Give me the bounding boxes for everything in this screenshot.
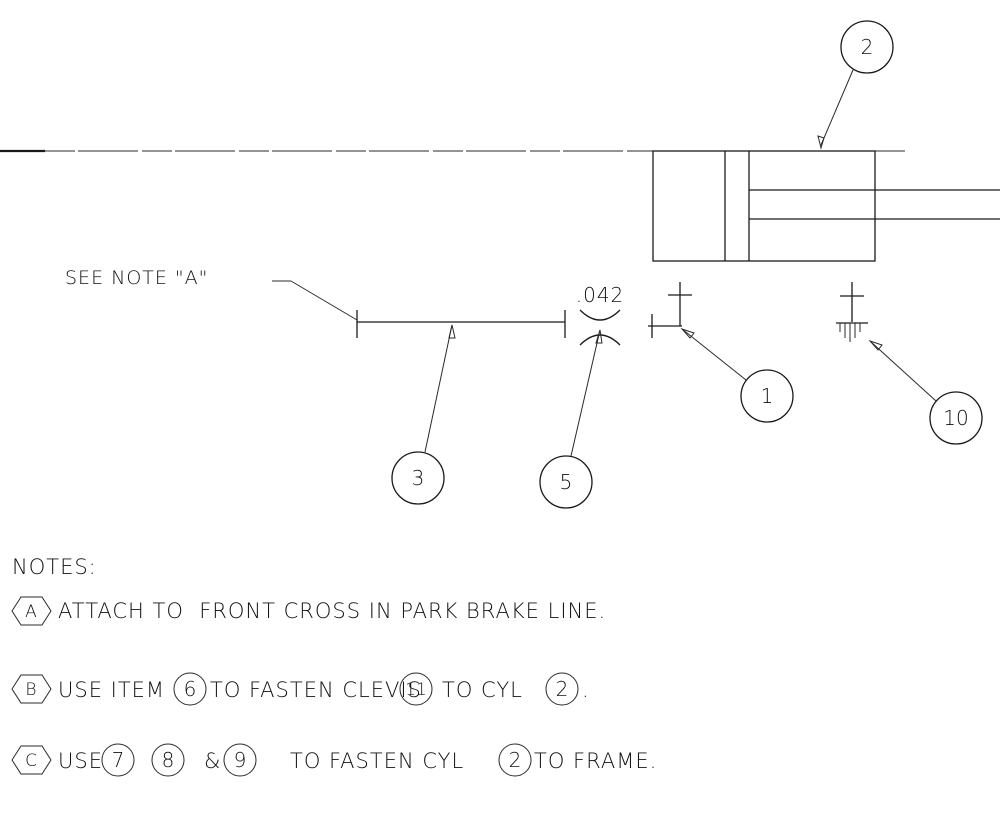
note-b-flag	[11, 674, 52, 704]
fitting-item-1	[648, 282, 692, 338]
note-c-ref-9: 9	[234, 748, 247, 772]
note-c-flag-letter: C	[25, 751, 37, 771]
see-note-leader	[272, 280, 358, 321]
note-c-text-2: TO FASTEN CYL	[290, 749, 464, 773]
note-b-flag-letter: B	[25, 680, 36, 700]
callout-10[interactable]: 10	[868, 339, 983, 445]
note-b-ref-6: 6	[184, 677, 197, 701]
note-c-ref-7: 7	[112, 748, 125, 772]
notes-heading: NOTES:	[12, 555, 97, 579]
callout-1-number: 1	[761, 384, 774, 408]
note-c-flag	[11, 745, 52, 775]
callout-5-number: 5	[560, 470, 573, 494]
note-b-text-3: TO CYL	[442, 678, 523, 702]
note-b-ref-11: 11	[405, 680, 427, 700]
note-a: A ATTACH TO FRONT CROSS IN PARK BRAKE LI…	[11, 596, 606, 626]
note-b-text-2: TO FASTEN CLEVIS	[210, 678, 422, 702]
callout-2-number: 2	[861, 35, 874, 59]
note-a-text: ATTACH TO FRONT CROSS IN PARK BRAKE LINE…	[58, 599, 606, 623]
note-c-text-3: TO FRAME.	[534, 749, 657, 773]
note-b-ref-2: 2	[556, 677, 569, 701]
callout-1[interactable]: 1	[680, 327, 794, 423]
callout-3[interactable]: 3	[391, 324, 456, 505]
callout-3-number: 3	[412, 466, 425, 490]
brake-line-item-3	[356, 310, 566, 338]
note-b-text-4: .	[582, 678, 590, 702]
note-c-amp: &	[204, 749, 221, 773]
note-c-ref-8: 8	[162, 748, 175, 772]
note-c-ref-2: 2	[509, 748, 522, 772]
orifice-item-5	[579, 309, 621, 346]
brake-cylinder	[652, 150, 1000, 262]
dimension-label: .042	[576, 283, 625, 307]
see-note-label: SEE NOTE "A"	[65, 267, 208, 289]
callout-5[interactable]: 5	[539, 329, 603, 509]
callout-10-number: 10	[943, 406, 968, 430]
note-a-flag-letter: A	[25, 602, 37, 622]
note-b-text-1: USE ITEM	[58, 678, 165, 702]
note-a-flag	[11, 596, 52, 626]
frame-symbol-item-10	[836, 282, 868, 342]
callout-2[interactable]: 2	[817, 20, 894, 150]
note-c: C USE 7 8 & 9 TO FASTEN CYL 2 TO FRAME.	[11, 743, 657, 777]
note-c-text-1: USE	[58, 749, 103, 773]
note-b: B USE ITEM 6 TO FASTEN CLEVIS 11 TO CYL …	[11, 672, 590, 706]
